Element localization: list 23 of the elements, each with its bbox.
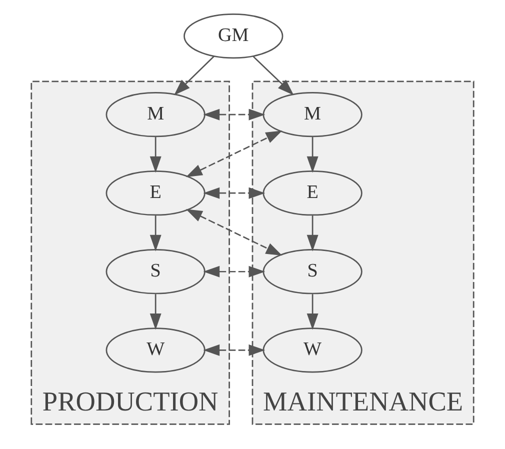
node-ellipse: M: [106, 92, 206, 138]
arrow: [203, 344, 266, 356]
arrow: [150, 294, 162, 330]
arrow: [203, 266, 266, 278]
arrow: [306, 137, 318, 173]
node-ellipse: S: [262, 249, 362, 294]
node-ellipse: E: [262, 170, 362, 216]
arrow: [150, 216, 162, 252]
arrow: [203, 108, 266, 120]
arrow: [174, 56, 214, 96]
arrow: [150, 137, 162, 173]
arrow: [252, 56, 294, 96]
node-ellipse: S: [106, 249, 206, 294]
node-ellipse: W: [262, 328, 362, 373]
node-ellipse: GM: [184, 14, 284, 59]
arrow: [203, 187, 266, 199]
node-ellipse: M: [262, 92, 362, 138]
arrow: [306, 216, 318, 252]
node-ellipse: E: [106, 170, 206, 216]
arrow: [186, 130, 282, 178]
arrow: [306, 294, 318, 330]
node-ellipse: W: [106, 328, 206, 373]
arrow: [186, 209, 282, 256]
